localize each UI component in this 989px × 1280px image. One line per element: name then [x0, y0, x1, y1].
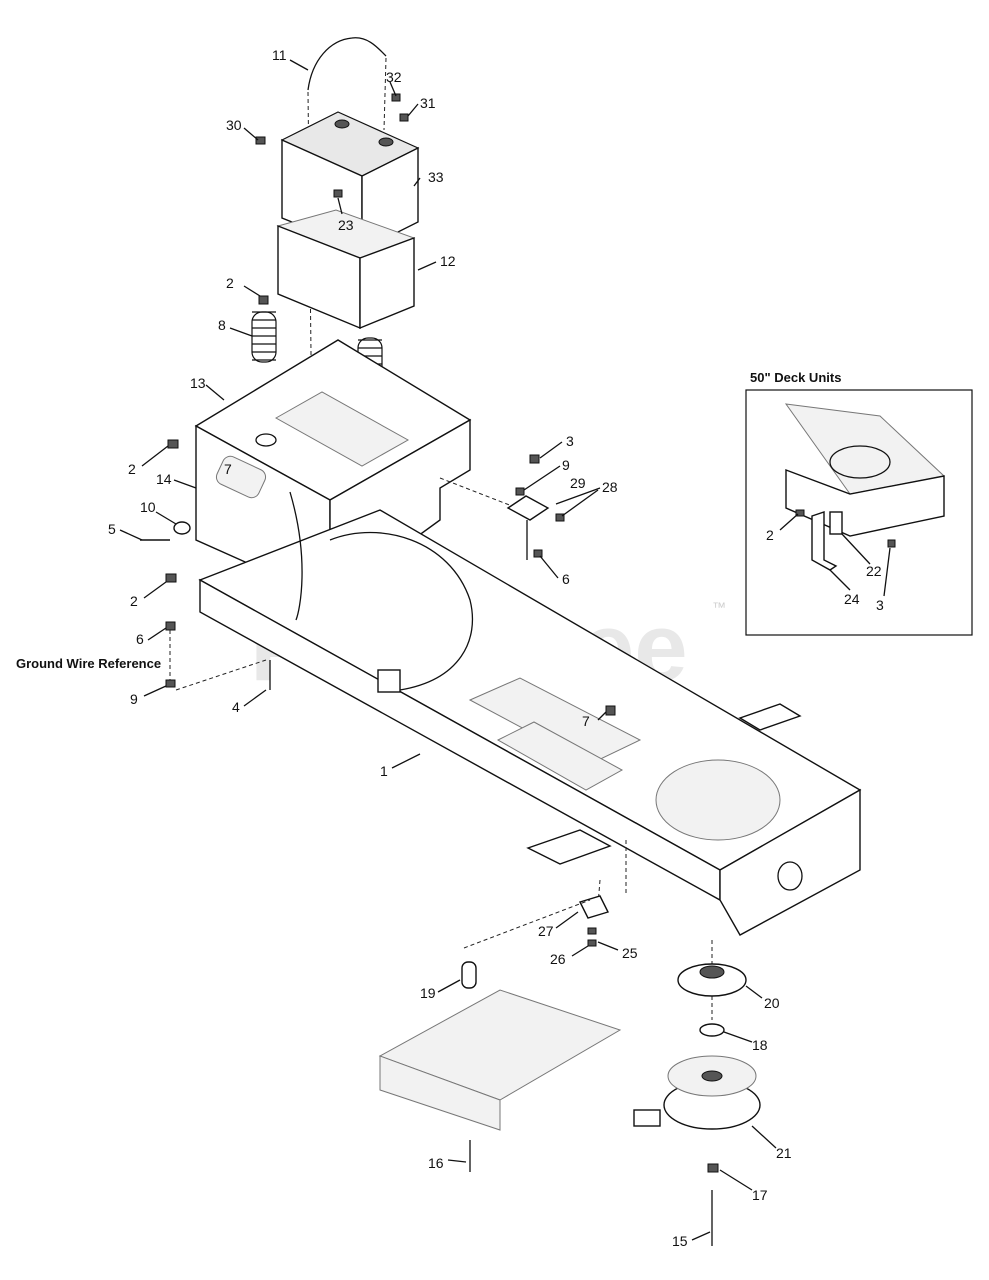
callout-11: 11: [272, 47, 287, 63]
callout-31: 31: [420, 95, 436, 111]
pulley-20: [677, 963, 747, 997]
callout-25: 25: [622, 945, 638, 961]
callout-9-ground: 9: [130, 691, 138, 707]
callout-2-spring: 2: [226, 275, 234, 291]
battery-terminal-positive: [378, 137, 394, 147]
terminal-nut-31: [399, 113, 409, 122]
leader-lines: [119, 59, 891, 1241]
callout-26: 26: [550, 951, 566, 967]
inset-50-deck-units: 50" Deck Units: [745, 370, 973, 636]
callout-30: 30: [226, 117, 242, 133]
callout-14: 14: [156, 471, 172, 487]
callout-7-dash: 7: [224, 461, 232, 477]
callout-9-switch: 9: [562, 457, 570, 473]
frame-tab-rear: [738, 703, 802, 731]
callout-5: 5: [108, 521, 116, 537]
switch-29: [506, 495, 550, 521]
callout-27: 27: [538, 923, 554, 939]
nut-3: [529, 454, 540, 464]
battery-assembly: [251, 37, 420, 441]
clutch-connector: [633, 1109, 661, 1127]
bolt-7-frame: [605, 705, 616, 716]
callout-19: 19: [420, 985, 436, 1001]
watermark-trademark: ™: [712, 599, 726, 615]
callout-3: 3: [566, 433, 574, 449]
callout-23: 23: [338, 217, 354, 233]
battery-hold-down-wire: [307, 37, 387, 91]
deck-bracket-side: [379, 1055, 501, 1131]
frame-tab-front: [526, 829, 612, 865]
callout-21: 21: [776, 1145, 792, 1161]
callout-6-switch: 6: [562, 571, 570, 587]
harness-connector: [377, 669, 401, 693]
inset-callout-3: 3: [876, 597, 884, 613]
callout-1: 1: [380, 763, 388, 779]
ground-wire-reference-label: Ground Wire Reference: [16, 656, 161, 671]
callout-15: 15: [672, 1233, 688, 1249]
callout-32: 32: [386, 69, 402, 85]
callout-16: 16: [428, 1155, 444, 1171]
inset-callout-2: 2: [766, 527, 774, 543]
callout-2-lower: 2: [130, 593, 138, 609]
battery-plate-recess: [274, 391, 410, 467]
inset-screw-2: [795, 509, 805, 517]
frame-pto-opening: [655, 759, 781, 841]
spacer-19: [461, 961, 477, 989]
callout-4: 4: [232, 699, 240, 715]
inset-bracket-24: [811, 511, 838, 571]
callout-20: 20: [764, 995, 780, 1011]
callout-8: 8: [218, 317, 226, 333]
clip-25: [587, 927, 597, 935]
nut-6-ground: [165, 621, 176, 631]
frame-side-hole: [777, 861, 803, 891]
screw-2-upper: [167, 439, 179, 449]
washer-9-ground: [165, 679, 176, 688]
inset-plate-22: [829, 511, 843, 535]
callout-7-frame: 7: [582, 713, 590, 729]
screw-28: [555, 513, 565, 522]
inset-frame-side: [785, 468, 945, 537]
nut-26: [587, 939, 597, 947]
battery-tray-side: [359, 236, 415, 330]
inset-title: 50" Deck Units: [750, 370, 841, 385]
nut-17: [707, 1163, 719, 1173]
callout-28: 28: [602, 479, 618, 495]
callout-10: 10: [140, 499, 156, 515]
bushing-10: [173, 521, 191, 535]
callout-29: 29: [570, 475, 586, 491]
block-27: [579, 895, 609, 919]
main-frame: [165, 491, 862, 936]
terminal-bolt-30: [255, 136, 266, 145]
callout-12: 12: [440, 253, 456, 269]
callout-18: 18: [752, 1037, 768, 1053]
nut-6-switch: [533, 549, 543, 558]
spring-8: [251, 295, 277, 363]
dash-slot: [215, 455, 267, 499]
battery-terminal-negative: [334, 119, 350, 129]
inset-nut-3: [887, 539, 896, 548]
callout-13: 13: [190, 375, 206, 391]
callout-2-upper: 2: [128, 461, 136, 477]
terminal-bolt-23: [333, 189, 343, 198]
callout-33: 33: [428, 169, 444, 185]
washer-9: [515, 487, 525, 496]
callout-6-ground: 6: [136, 631, 144, 647]
callout-labels: 11 32 31 30 33 23 12 2 8 13 3 9 29 28 2 …: [16, 47, 884, 1249]
inset-callout-22: 22: [866, 563, 882, 579]
screw-2-lower: [165, 573, 177, 583]
lower-parts: [378, 895, 761, 1246]
callout-17: 17: [752, 1187, 768, 1203]
washer-18: [699, 1023, 725, 1037]
terminal-nut-32: [391, 93, 401, 102]
frame-lower-cutout: [496, 721, 624, 791]
inset-callout-24: 24: [844, 591, 860, 607]
